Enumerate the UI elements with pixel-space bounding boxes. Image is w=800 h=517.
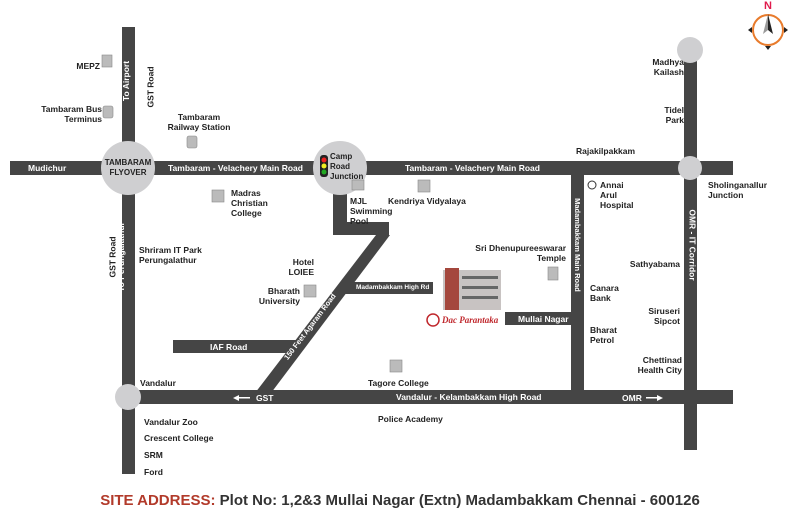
school-icon — [417, 179, 431, 193]
road-madambakkam-high — [345, 282, 433, 294]
train-icon — [186, 135, 198, 149]
road-label: To Airport — [121, 60, 132, 102]
landmark: Shriram IT Park Perungalathur — [139, 245, 202, 265]
road-iaf — [173, 340, 298, 353]
road-label: GST Road — [107, 236, 118, 278]
road-label: Mudichur — [28, 163, 67, 173]
road-madambakkam-main — [571, 168, 584, 393]
landmark: Crescent College — [144, 433, 214, 443]
landmark: Siruseri Sipcot — [648, 306, 680, 326]
landmark: Tagore College — [368, 378, 429, 388]
landmark: MEPZ — [76, 61, 100, 71]
site-address-key: SITE ADDRESS: — [100, 492, 216, 509]
landmark: Vandalur — [140, 378, 176, 388]
road-tambaram-velachery — [10, 161, 733, 175]
road-label: GST Road — [145, 66, 156, 108]
site-address-value: Plot No: 1,2&3 Mullai Nagar (Extn) Madam… — [219, 492, 700, 509]
project-logo: Dac Parantaka — [442, 315, 499, 325]
junction-sholinganallur — [678, 156, 702, 180]
road-label: OMR — [622, 393, 642, 403]
road-label: Mullai Nagar — [518, 314, 569, 324]
road-label: IAF Road — [210, 342, 248, 352]
landmark: Tambaram Bus Terminus — [41, 104, 102, 124]
landmark: Sholinganallur Junction — [708, 180, 768, 200]
landmark: Chettinad Health City — [637, 355, 682, 375]
landmark: Tambaram Railway Station — [167, 112, 231, 132]
road-label: Tambaram - Velachery Main Road — [405, 163, 540, 173]
road-omr — [684, 50, 697, 450]
project-building-image — [443, 268, 501, 310]
school-icon — [211, 189, 225, 203]
bus-icon — [102, 105, 114, 119]
landmark: Sathyabama — [629, 259, 680, 269]
site-address: SITE ADDRESS: Plot No: 1,2&3 Mullai Naga… — [0, 492, 800, 509]
road-gst — [122, 27, 135, 474]
landmark: Annai Arul Hospital — [600, 180, 634, 210]
project-logo-icon — [426, 313, 440, 327]
landmark: Rajakilpakkam — [576, 146, 636, 156]
temple-icon — [547, 266, 559, 281]
hospital-icon — [587, 180, 597, 190]
landmark: Kendriya Vidyalaya — [388, 196, 466, 206]
road-label: Vandalur - Kelambakkam High Road — [396, 392, 542, 402]
landmark: Police Academy — [378, 414, 443, 424]
road-label: Madambakkam Main Road — [572, 198, 582, 292]
road-label: Madambakkam High Rd — [356, 284, 430, 291]
landmark: MJL Swimming Pool — [350, 196, 393, 226]
junction-label: Camp Road Junction — [330, 152, 364, 181]
building-icon — [101, 54, 113, 68]
landmark: Hotel LOIEE — [288, 257, 314, 277]
school-icon — [303, 284, 317, 298]
landmark: SRM — [144, 450, 163, 460]
road-150-feet — [252, 235, 390, 397]
landmark: Bharat Petrol — [590, 325, 617, 345]
road-camp-link — [333, 222, 389, 235]
road-label: GST — [256, 393, 274, 403]
compass-n: N — [764, 0, 772, 12]
landmark: Tidel Park — [664, 105, 684, 125]
junction-label: TAMBARAM FLYOVER — [104, 158, 152, 177]
pool-icon — [351, 179, 365, 191]
landmark: Canara Bank — [590, 283, 619, 303]
road-label: Tambaram - Velachery Main Road — [168, 163, 303, 173]
junction-madhya — [677, 37, 703, 63]
landmark: Madhya Kailash — [652, 57, 684, 77]
junction-tambaram — [101, 141, 155, 195]
road-mullai-nagar — [505, 312, 575, 325]
compass-icon — [748, 14, 788, 50]
junction-vandalur — [115, 384, 141, 410]
landmark: Madras Christian College — [231, 188, 268, 218]
landmark: Ford — [144, 467, 163, 477]
road-label: OMR - IT Corridor — [687, 209, 698, 281]
landmark: Vandalur Zoo — [144, 417, 198, 427]
landmark: Bharath University — [258, 286, 300, 306]
school-icon — [389, 359, 403, 373]
road-vandalur-kelambakkam — [128, 390, 733, 404]
traffic-light-icon — [320, 155, 328, 177]
landmark: Sri Dhenupureeswarar Temple — [475, 243, 566, 263]
